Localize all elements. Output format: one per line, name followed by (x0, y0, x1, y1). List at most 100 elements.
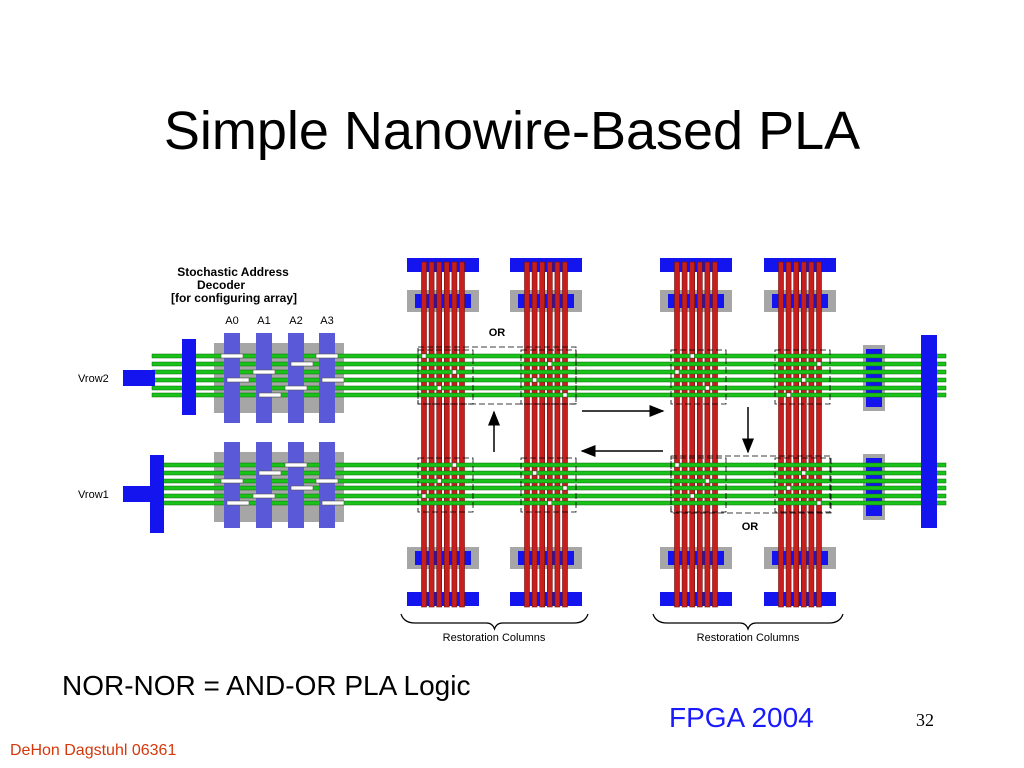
row-label-vrow1: Vrow1 (78, 489, 109, 501)
decoder-configured-bit (220, 478, 244, 484)
vertical-nanowire (459, 261, 465, 608)
crosspoint-mark (674, 462, 680, 468)
footer-text: DeHon Dagstuhl 06361 (10, 742, 177, 759)
crosspoint-mark (705, 478, 710, 484)
vertical-nanowire (546, 261, 553, 608)
crosspoint-mark (452, 369, 457, 375)
vrow2-driver (182, 339, 196, 415)
restoration-brace-right (652, 613, 844, 631)
address-label-a2: A2 (289, 315, 302, 327)
vertical-nanowire (428, 261, 435, 608)
vertical-nanowire (681, 261, 688, 608)
address-label-a0: A0 (225, 315, 238, 327)
vertical-nanowire (443, 261, 450, 608)
column-top-contact (510, 258, 582, 272)
vertical-nanowire (539, 261, 546, 608)
or-label-bottom: OR (742, 521, 759, 533)
slide-title: Simple Nanowire-Based PLA (163, 101, 861, 161)
decoder-configured-bit (315, 353, 339, 359)
address-line-block (288, 442, 304, 528)
crosspoint-mark (786, 485, 791, 491)
decoder-configured-bit (258, 470, 282, 476)
horizontal-nanowire (151, 392, 947, 398)
vertical-nanowire (778, 261, 784, 608)
crosspoint-mark (690, 493, 695, 499)
column-bottom-contact (407, 592, 479, 606)
vertical-nanowire (816, 261, 822, 608)
column-top-contact (407, 258, 479, 272)
decoder-configured-bit (284, 385, 308, 391)
vrow1-contact (123, 486, 153, 502)
crosspoint-mark (421, 493, 427, 499)
crosspoint-mark (421, 353, 427, 359)
column-bottom-contact (510, 592, 582, 606)
decoder-configured-bit (290, 361, 314, 367)
decoder-label-line2: Decoder (197, 278, 245, 292)
or-plane-outline-bottom (670, 455, 832, 514)
address-line-block (256, 442, 272, 528)
vrow1-driver (150, 455, 164, 533)
crosspoint-mark (705, 385, 710, 391)
vertical-nanowire (696, 261, 703, 608)
vertical-nanowire (531, 261, 538, 608)
vertical-nanowire (451, 261, 458, 608)
decoder-configured-bit (226, 500, 250, 506)
vertical-nanowire (562, 261, 568, 608)
row-label-vrow2: Vrow2 (78, 373, 109, 385)
vertical-nanowire (793, 261, 800, 608)
page-number: 32 (916, 710, 934, 730)
crosspoint-mark (816, 500, 822, 506)
crosspoint-mark (547, 361, 552, 367)
decoder-configured-bit (252, 369, 276, 375)
vertical-nanowire (421, 261, 427, 608)
crosspoint-mark (816, 361, 822, 367)
vertical-nanowire (712, 261, 718, 608)
restoration-brace-left (400, 613, 589, 631)
decoder-configured-bit (315, 478, 339, 484)
address-line-block (256, 333, 272, 423)
restoration-columns-label-right: Restoration Columns (697, 632, 800, 644)
crosspoint-mark (801, 470, 806, 476)
or-label-top: OR (489, 327, 506, 339)
decoder-configured-bit (220, 353, 244, 359)
address-line-block (319, 442, 335, 528)
crosspoint-mark (690, 353, 695, 359)
crosspoint-mark (452, 462, 457, 468)
crosspoint-mark (786, 392, 791, 398)
address-line-block (288, 333, 304, 423)
column-top-contact (660, 258, 732, 272)
crosspoint-region-outline (774, 457, 831, 513)
vertical-nanowire (554, 261, 561, 608)
decoder-configured-bit (321, 500, 345, 506)
decoder-configured-bit (258, 392, 282, 398)
crosspoint-mark (562, 392, 568, 398)
crosspoint-region-outline (520, 457, 577, 513)
crosspoint-mark (547, 500, 552, 506)
column-bottom-contact (764, 592, 836, 606)
crosspoint-mark (801, 377, 806, 383)
decoder-label-line3: [for configuring array] (171, 291, 297, 305)
decoder-label-line1: Stochastic Address (177, 265, 289, 279)
vrow2-contact (123, 370, 155, 386)
vertical-nanowire (524, 261, 530, 608)
address-line-block (224, 442, 240, 528)
decoder-configured-bit (321, 377, 345, 383)
decoder-configured-bit (252, 493, 276, 499)
column-top-contact (764, 258, 836, 272)
crosspoint-mark (562, 485, 568, 491)
caption: NOR-NOR = AND-OR PLA Logic (62, 670, 471, 701)
vertical-nanowire (800, 261, 807, 608)
vertical-nanowire (689, 261, 696, 608)
decoder-configured-bit (284, 462, 308, 468)
vertical-nanowire (704, 261, 711, 608)
horizontal-nanowire (151, 353, 947, 359)
decoder-configured-bit (290, 485, 314, 491)
crosspoint-region-outline (417, 457, 474, 513)
vertical-nanowire (674, 261, 680, 608)
crosspoint-region-outline (774, 349, 831, 405)
crosspoint-mark (674, 369, 680, 375)
crosspoint-region-outline (520, 349, 577, 405)
restoration-columns-label-left: Restoration Columns (443, 632, 546, 644)
address-label-a1: A1 (257, 315, 270, 327)
